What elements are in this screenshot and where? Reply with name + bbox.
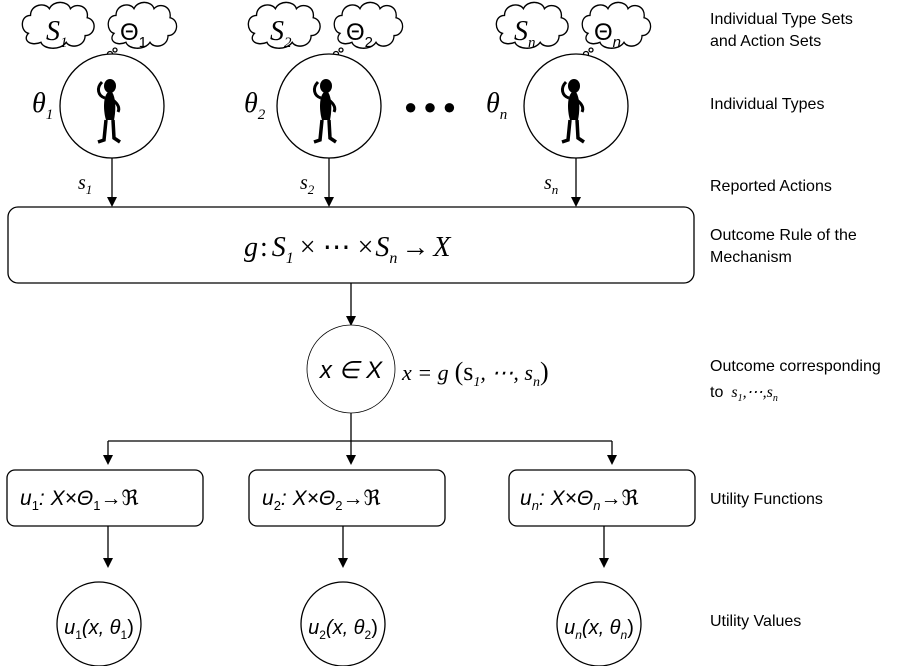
utility-function-2: u2: X×Θ2→ℜ	[262, 487, 381, 513]
label-utility-functions: Utility Functions	[710, 491, 823, 508]
outcome-rule-formula: g:S1× ⋯ ×Sn→X	[244, 232, 451, 267]
action-set-label-1: S1	[46, 16, 68, 51]
utility-value-1: u1(x, θ1)	[64, 617, 134, 642]
utility-function-box-n	[508, 469, 696, 527]
agent-n: Sn Θn θn sn	[486, 1, 652, 207]
right-labels: Individual Type Sets and Action Sets Ind…	[710, 11, 881, 630]
utility-function-box-1	[6, 469, 204, 527]
label-action-sets: and Action Sets	[710, 33, 821, 50]
action-label-2: s2	[300, 172, 315, 197]
type-label-n: θn	[486, 88, 507, 123]
action-label-1: s1	[78, 172, 92, 197]
utility-function-1: u1: X×Θ1→ℜ	[20, 487, 139, 513]
label-outcome-corresponding: Outcome corresponding	[710, 358, 881, 375]
outcome-formula: x = g(s1, ⋯, sn)	[401, 357, 549, 390]
ellipsis-dots: ● ● ●	[404, 94, 456, 119]
type-label-1: θ1	[32, 88, 53, 123]
utility-value-circle-1	[56, 581, 142, 666]
utility-value-circle-2	[300, 581, 386, 666]
type-set-label-1: Θ1	[120, 19, 147, 51]
label-individual-types: Individual Types	[710, 96, 824, 113]
utility-value-n: un(x, θn)	[564, 617, 634, 642]
utility-function-n: un: X×Θn→ℜ	[520, 487, 639, 513]
utility-value-2: u2(x, θ2)	[308, 617, 378, 642]
label-mechanism: Mechanism	[710, 249, 792, 266]
action-set-label-n: Sn	[514, 16, 536, 51]
label-type-sets: Individual Type Sets	[710, 11, 853, 28]
type-set-label-2: Θ2	[346, 19, 373, 51]
label-utility-values: Utility Values	[710, 613, 801, 630]
agent-1: S1 Θ1 θ1 s1	[21, 1, 178, 207]
type-label-2: θ2	[244, 88, 266, 123]
action-label-n: sn	[544, 172, 558, 197]
utility-function-box-2	[248, 469, 446, 527]
outcome-membership: x ∈ X	[319, 357, 383, 384]
label-reported-actions: Reported Actions	[710, 178, 832, 195]
action-set-label-2: S2	[270, 16, 292, 51]
agent-2: S2 Θ2 θ2 s2	[244, 1, 404, 207]
utility-value-circle-n	[556, 581, 642, 666]
type-set-label-n: Θn	[594, 19, 621, 51]
label-outcome-rule: Outcome Rule of the	[710, 227, 857, 244]
